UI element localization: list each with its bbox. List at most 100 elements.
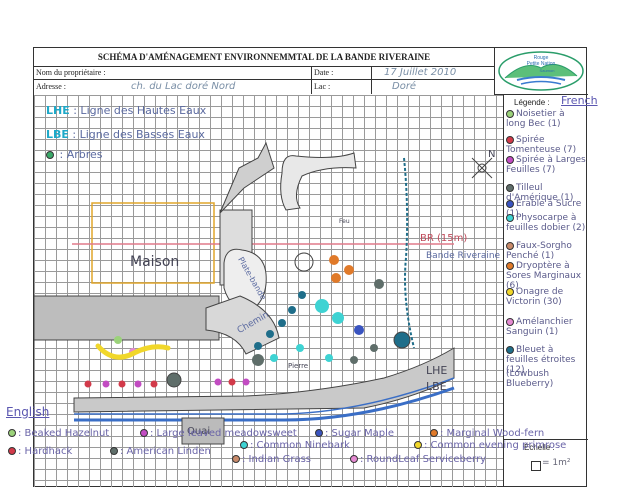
legend-item-count: (1): [538, 251, 555, 261]
legend-item-label: Onagre de Victorin: [506, 287, 564, 307]
legend-item-count: (1): [557, 193, 574, 203]
legend-item: (Lowbush Blueberry): [506, 369, 586, 389]
ninebark-marker: [332, 312, 344, 324]
legend-item: Tilleul d'Amérique (1): [506, 183, 586, 203]
legend-item: Physocarpe à feuilles dobier (2): [506, 213, 586, 233]
shoreline-band: [73, 347, 455, 413]
logo-text-3: Saumon: [540, 68, 555, 73]
hazelnut-marker: [114, 336, 122, 344]
high-water-line: [74, 377, 455, 415]
legend-item-count: (12): [506, 365, 525, 375]
legend-item-count: (1): [542, 327, 559, 337]
species-color-icon: [140, 429, 148, 437]
legend-item: Faux-Sorgho Penché (1): [506, 241, 586, 261]
species-color-icon: [506, 135, 514, 144]
legend-item-count: (7): [539, 165, 556, 175]
english-legend-label: : Beaked Hazelnut: [18, 428, 110, 439]
legend-item: Dryoptère à Sores Marginaux (6): [506, 261, 586, 291]
species-color-icon: [414, 441, 422, 449]
house-outline: [91, 202, 215, 284]
plan-title: SCHÉMA D'AMÉNAGEMENT ENVIRONNEMMTAL DE L…: [34, 48, 494, 67]
legend-item-label: Spirée à Larges Feuilles: [506, 155, 586, 175]
tree-symbol: [393, 331, 411, 349]
english-legend-label: : Hardhack: [18, 446, 73, 457]
road-strip: [34, 295, 220, 341]
lake-label: Lac :: [312, 80, 372, 94]
legend-item-label: Dryoptère à Sores Marginaux: [506, 261, 582, 281]
fern-marker: [331, 273, 341, 283]
legend-item: Bleuet à feuilles étroites (12): [506, 345, 586, 375]
english-legend-item: : Hardhack: [8, 446, 72, 457]
dock: [181, 417, 225, 445]
english-legend-title: English: [6, 405, 50, 419]
blueberry-marker: [266, 330, 274, 338]
english-legend-label: : Indian Grass: [242, 454, 312, 465]
tree-markers: [114, 252, 411, 388]
logo-text-1: Rouge: [534, 55, 549, 61]
legend-item-count: (1): [544, 119, 561, 129]
site-plan-sheet: SCHÉMA D'AMÉNAGEMENT ENVIRONNEMMTAL DE L…: [33, 47, 598, 487]
address-value: ch. du Lac doré Nord: [129, 80, 312, 94]
ninebark-marker: [325, 354, 333, 362]
english-legend-label: : American Linden: [120, 446, 211, 457]
legend-item-label: Spirée Tomenteuse: [506, 135, 561, 155]
ninebark-marker: [296, 344, 304, 352]
blueberry-marker: [288, 306, 296, 314]
house-label: Maison: [130, 254, 180, 270]
english-legend-item: : Beaked Hazelnut: [8, 428, 109, 439]
species-color-icon: [506, 317, 514, 326]
species-color-icon: [8, 447, 16, 455]
spiraea-row: [84, 378, 250, 388]
roof-shape: [219, 141, 275, 214]
legend-item-label: Faux-Sorgho Penché: [506, 241, 572, 261]
linden-marker: [374, 279, 384, 289]
species-color-icon: [110, 447, 118, 455]
compass-icon: [471, 157, 493, 179]
lbe-legend: LBE : Ligne des Basses Eaux: [46, 128, 205, 141]
species-color-icon: [506, 261, 514, 270]
curved-wall: [280, 152, 357, 211]
legend-item: Onagre de Victorin (30): [506, 287, 586, 307]
lhe-legend: LHE : Ligne des Hautes Eaux: [46, 104, 207, 117]
lake-value: Doré: [392, 81, 417, 92]
species-color-icon: [506, 183, 514, 192]
date-label: Date :: [312, 66, 372, 80]
trees-legend: : Arbres: [46, 148, 103, 161]
owner-row: Nom du propriétaire : Date : 17 Juillet …: [34, 66, 494, 80]
species-color-icon: [8, 429, 16, 437]
north-label: N: [488, 149, 496, 160]
ninebark-marker: [270, 354, 278, 362]
legend-item-label: Physocarpe à feuilles dobier: [506, 213, 577, 233]
english-legend-label: : Marginal Wood-fern: [440, 428, 545, 439]
english-legend-label: : Large leaved meadowsweet: [150, 428, 297, 439]
linden-marker: [370, 344, 378, 352]
legend-item: Noisetier à long Bec (1): [506, 109, 586, 129]
legend-item: Spirée à Larges Feuilles (7): [506, 155, 586, 175]
lhe-label: LHE: [426, 364, 448, 377]
logo-text-2: Petite Nation: [527, 61, 556, 67]
low-water-line: [74, 386, 455, 422]
species-color-icon: [506, 155, 514, 164]
legend-item-count: (7): [560, 145, 577, 155]
legend-item-label: Bleuet à feuilles étroites: [506, 345, 576, 365]
site-map-drawing: [34, 141, 493, 445]
bank-line: [403, 157, 415, 349]
species-color-icon: [232, 455, 240, 463]
path-walkway: [205, 295, 280, 355]
species-legend: Légende : French Noisetier à long Bec (1…: [504, 94, 598, 440]
legend-item-count: (2): [569, 223, 586, 233]
rock-label: Pierre: [288, 362, 309, 370]
primrose-row: [95, 343, 171, 360]
scale-label: Échelle :: [524, 443, 555, 452]
tree-symbol: [294, 252, 314, 272]
legend-item-label: (Lowbush Blueberry): [506, 369, 554, 389]
scale-square-icon: [531, 461, 541, 471]
english-legend-item: : Sugar Maple: [315, 428, 394, 439]
legend-item-count: (30): [540, 297, 562, 307]
legend-item-label: Amélanchier Sanguin: [506, 317, 573, 337]
address-row: Adresse : ch. du Lac doré Nord Lac : Dor…: [34, 80, 494, 94]
bande-riveraine-label: Bande Riveraine: [426, 251, 501, 261]
blueberry-marker: [278, 319, 286, 327]
english-legend-item: : Common Ninebark: [240, 440, 350, 451]
linden-marker: [350, 356, 358, 364]
